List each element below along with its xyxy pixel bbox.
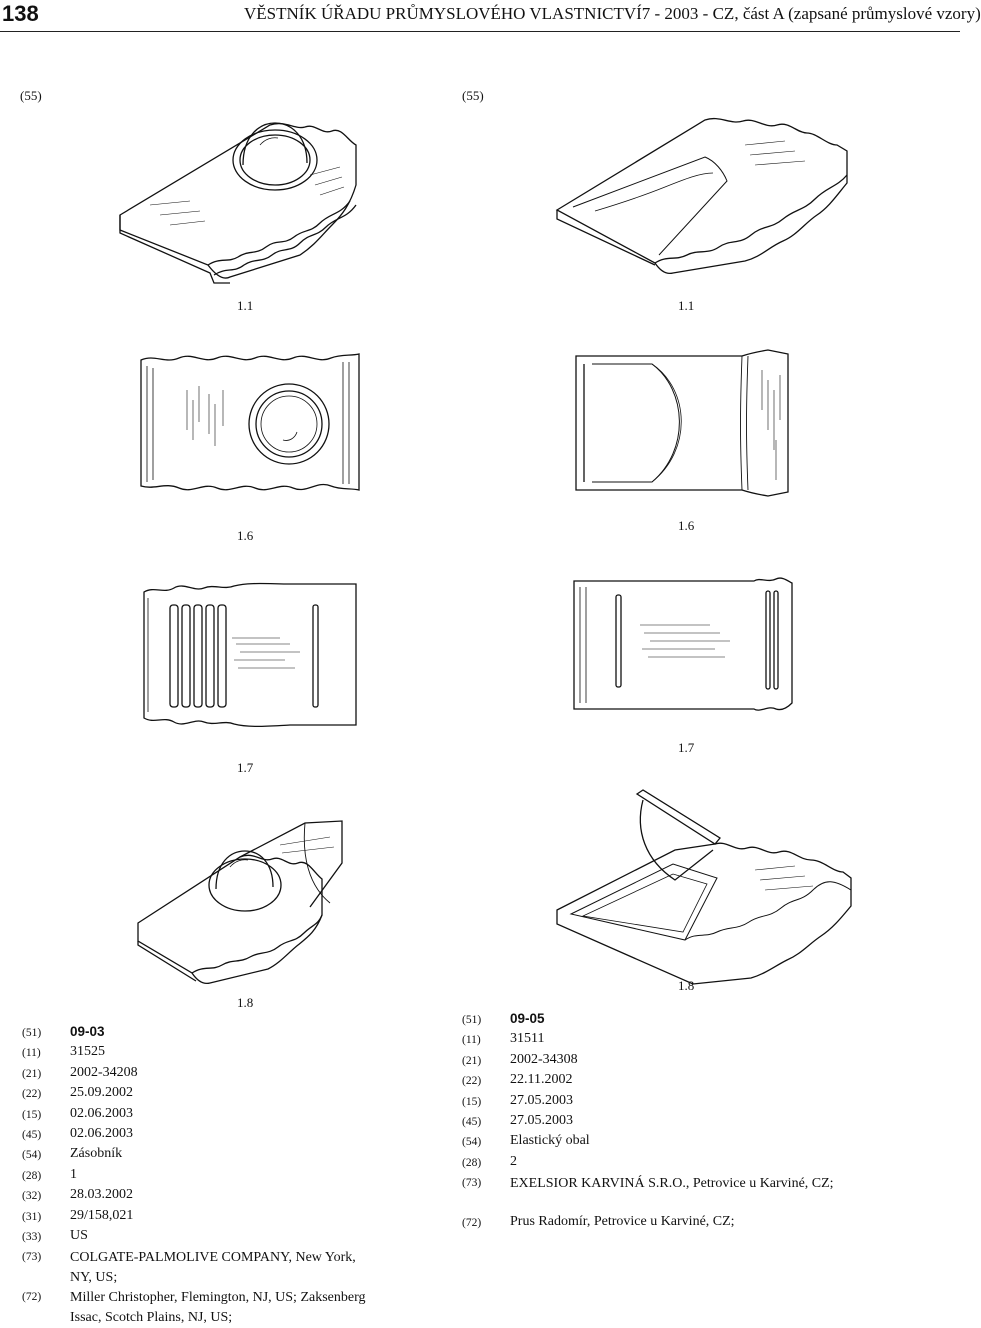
field-code: (21) [462,1054,482,1067]
record-row: (22) 22.11.2002 [462,1072,882,1092]
left-section-code: (55) [20,88,42,103]
field-code: (28) [22,1169,42,1182]
field-code: (31) [22,1210,42,1223]
field-value: 09-05 [510,1011,545,1026]
field-value: 31525 [70,1044,105,1060]
record-row: (33) US [22,1228,442,1248]
right-figure-label: 1.1 [678,298,695,313]
field-value: 2002-34308 [510,1051,578,1067]
left-figure-label: 1.7 [237,760,254,775]
record-row: (31) 29/158,021 [22,1208,442,1228]
page-number: 138 [2,1,39,26]
record-row: (32) 28.03.2002 [22,1187,442,1207]
field-value: 29/158,021 [70,1207,134,1223]
field-value: Prus Radomír, Petrovice u Karviné, CZ; [510,1214,735,1230]
right-figure-1-7-drawing [570,575,795,715]
field-code: (72) [22,1291,42,1304]
right-figure-1-8-drawing [555,790,855,985]
left-figure-1-6-drawing [137,350,362,498]
header-divider [0,31,960,32]
field-code: (54) [22,1149,42,1162]
left-figure-label: 1.8 [237,995,254,1010]
bulletin-title: VĚSTNÍK ÚŘADU PRŮMYSLOVÉHO VLASTNICTVÍ7 … [244,4,981,23]
left-design-record: (51) 09-03 (11) 31525 (21) 2002-34208 (22) 2… [22,1024,442,1328]
record-row: (72) Miller Christopher, Flemington, NJ, … [22,1288,442,1328]
field-value: COLGATE-PALMOLIVE COMPANY, New York, NY,… [70,1250,356,1286]
left-figure-1-7-drawing [140,580,358,735]
record-row: (51) 09-03 [22,1024,442,1044]
record-row: (15) 02.06.2003 [22,1106,442,1126]
record-row: (28) 2 [462,1154,882,1174]
field-value: Zásobník [70,1146,123,1162]
left-figure-1-8-drawing [130,815,350,990]
field-value: 02.06.2003 [70,1105,133,1121]
field-value: 02.06.2003 [70,1125,133,1141]
record-row: (28) 1 [22,1167,442,1187]
right-section-code: (55) [462,88,484,103]
field-value: 28.03.2002 [70,1187,133,1203]
field-code: (15) [22,1108,42,1121]
field-value: US [70,1227,88,1243]
field-value: 25.09.2002 [70,1085,133,1101]
field-code: (45) [22,1128,42,1141]
field-value: EXELSIOR KARVINÁ S.R.O., Petrovice u Kar… [510,1176,834,1192]
record-row: (73) COLGATE-PALMOLIVE COMPANY, New York,… [22,1248,442,1288]
left-figure-label: 1.6 [237,528,254,543]
field-code: (45) [462,1115,482,1128]
record-row: (11) 31511 [462,1031,882,1051]
record-row: (51) 09-05 [462,1011,882,1031]
field-value: 2002-34208 [70,1064,138,1080]
field-code: (22) [462,1075,482,1088]
field-code: (21) [22,1067,42,1080]
record-row: (21) 2002-34208 [22,1065,442,1085]
record-row: (22) 25.09.2002 [22,1085,442,1105]
record-row: (73) EXELSIOR KARVINÁ S.R.O., Petrovice u… [462,1174,882,1214]
left-figure-1-1-drawing [110,105,360,285]
left-figure-label: 1.1 [237,298,254,313]
field-code: (28) [462,1156,482,1169]
field-code: (73) [462,1177,482,1190]
field-code: (15) [462,1095,482,1108]
field-code: (33) [22,1230,42,1243]
record-row: (54) Zásobník [22,1146,442,1166]
record-row: (15) 27.05.2003 [462,1093,882,1113]
field-value: 27.05.2003 [510,1092,573,1108]
page-header: 138 VĚSTNÍK ÚŘADU PRŮMYSLOVÉHO VLASTNICT… [0,0,981,32]
field-code: (73) [22,1251,42,1264]
field-value: 09-03 [70,1024,105,1039]
field-value: 2 [510,1153,517,1169]
right-figure-1-6-drawing [572,350,792,500]
field-code: (54) [462,1136,482,1149]
record-row: (45) 27.05.2003 [462,1113,882,1133]
record-row: (54) Elastický obal [462,1133,882,1153]
field-code: (22) [22,1088,42,1101]
field-code: (11) [22,1047,41,1060]
field-code: (51) [462,1014,482,1026]
record-row: (11) 31525 [22,1044,442,1064]
right-figure-label: 1.7 [678,740,695,755]
field-code: (32) [22,1190,42,1203]
record-row: (21) 2002-34308 [462,1052,882,1072]
field-code: (11) [462,1034,481,1047]
record-row: (45) 02.06.2003 [22,1126,442,1146]
field-value: Miller Christopher, Flemington, NJ, US; … [70,1290,366,1326]
field-code: (72) [462,1217,482,1230]
field-value: 27.05.2003 [510,1112,573,1128]
field-value: Elastický obal [510,1133,590,1149]
record-row: (72) Prus Radomír, Petrovice u Karviné, C… [462,1214,882,1234]
field-code: (51) [22,1027,42,1039]
right-figure-label: 1.6 [678,518,695,533]
field-value: 31511 [510,1031,545,1047]
right-design-record: (51) 09-05 (11) 31511 (21) 2002-34308 (22) 2… [462,1011,882,1235]
right-figure-1-1-drawing [555,115,855,275]
field-value: 22.11.2002 [510,1072,573,1088]
field-value: 1 [70,1166,77,1182]
right-figure-label: 1.8 [678,978,695,993]
